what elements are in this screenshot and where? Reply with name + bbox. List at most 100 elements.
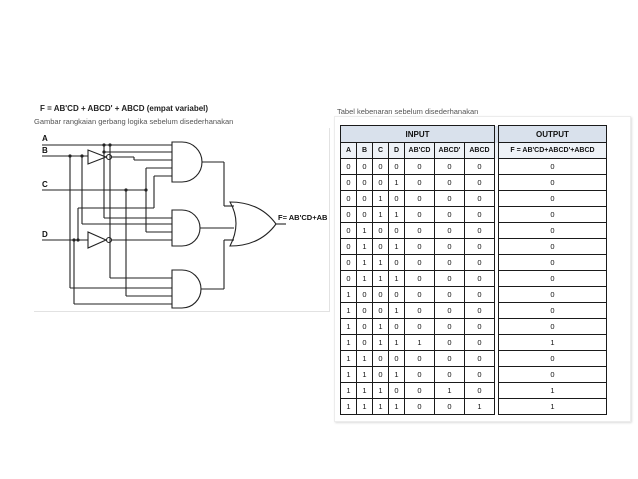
and-gate-1 [171, 141, 203, 183]
cell-a: 1 [340, 334, 357, 351]
circuit-title: F = AB'CD + ABCD' + ABCD (empat variabel… [40, 104, 209, 113]
cell-term-1: 0 [404, 366, 435, 383]
col-header-c: C [372, 142, 389, 159]
cell-term-1: 0 [404, 222, 435, 239]
cell-term-3: 0 [464, 206, 495, 223]
cell-output: 0 [498, 174, 607, 191]
cell-term-2: 0 [434, 366, 465, 383]
cell-term-2: 0 [434, 158, 465, 175]
cell-term-3: 0 [464, 350, 495, 367]
output-group-header: OUTPUT [498, 125, 607, 143]
cell-output: 0 [498, 350, 607, 367]
cell-c: 0 [372, 174, 389, 191]
cell-c: 1 [372, 382, 389, 399]
and-gate-2 [171, 209, 201, 247]
cell-output: 0 [498, 206, 607, 223]
cell-a: 0 [340, 254, 357, 271]
cell-term-1: 0 [404, 302, 435, 319]
cell-b: 0 [356, 158, 373, 175]
cell-b: 1 [356, 382, 373, 399]
cell-term-2: 0 [434, 334, 465, 351]
cell-c: 1 [372, 190, 389, 207]
cell-output: 0 [498, 318, 607, 335]
cell-term-3: 0 [464, 270, 495, 287]
cell-term-3: 0 [464, 158, 495, 175]
cell-a: 1 [340, 302, 357, 319]
cell-term-3: 0 [464, 366, 495, 383]
cell-term-2: 0 [434, 206, 465, 223]
cell-term-2: 0 [434, 302, 465, 319]
cell-c: 1 [372, 206, 389, 223]
cell-output: 0 [498, 286, 607, 303]
cell-c: 0 [372, 286, 389, 303]
cell-a: 1 [340, 366, 357, 383]
cell-d: 1 [388, 398, 405, 415]
cell-c: 0 [372, 222, 389, 239]
cell-a: 1 [340, 318, 357, 335]
cell-term-3: 0 [464, 190, 495, 207]
cell-term-2: 0 [434, 270, 465, 287]
cell-term-1: 0 [404, 190, 435, 207]
cell-term-1: 0 [404, 382, 435, 399]
cell-term-1: 0 [404, 158, 435, 175]
cell-output: 1 [498, 334, 607, 351]
cell-output: 1 [498, 398, 607, 415]
cell-b: 0 [356, 206, 373, 223]
cell-a: 0 [340, 190, 357, 207]
column-header-row: A B C D AB'CD ABCD' ABCD F = AB'CD+ABCD'… [340, 142, 607, 159]
cell-d: 1 [388, 302, 405, 319]
cell-term-2: 0 [434, 318, 465, 335]
cell-term-3: 0 [464, 174, 495, 191]
cell-d: 1 [388, 206, 405, 223]
and-gate-3 [171, 269, 202, 309]
or-gate [229, 201, 277, 247]
cell-c: 0 [372, 366, 389, 383]
col-header-output: F = AB'CD+ABCD'+ABCD [498, 142, 607, 159]
cell-b: 0 [356, 190, 373, 207]
not-gate-b [87, 149, 108, 165]
cell-a: 0 [340, 206, 357, 223]
cell-b: 1 [356, 366, 373, 383]
cell-term-1: 0 [404, 286, 435, 303]
cell-b: 0 [356, 302, 373, 319]
output-label: F= AB'CD+AB [278, 213, 328, 222]
cell-output: 1 [498, 382, 607, 399]
col-header-d: D [388, 142, 405, 159]
cell-a: 0 [340, 174, 357, 191]
truth-table-title: Tabel kebenaran sebelum disederhanakan [337, 107, 479, 116]
cell-term-1: 0 [404, 238, 435, 255]
cell-output: 0 [498, 190, 607, 207]
cell-c: 0 [372, 350, 389, 367]
cell-term-3: 0 [464, 334, 495, 351]
cell-term-2: 0 [434, 238, 465, 255]
cell-term-2: 0 [434, 350, 465, 367]
cell-c: 1 [372, 398, 389, 415]
input-label-b: B [42, 146, 48, 155]
cell-output: 0 [498, 158, 607, 175]
cell-term-2: 0 [434, 222, 465, 239]
cell-c: 1 [372, 318, 389, 335]
cell-d: 0 [388, 254, 405, 271]
cell-output: 0 [498, 366, 607, 383]
cell-term-3: 0 [464, 286, 495, 303]
cell-term-2: 0 [434, 398, 465, 415]
cell-term-3: 0 [464, 382, 495, 399]
cell-d: 0 [388, 382, 405, 399]
cell-d: 1 [388, 238, 405, 255]
cell-b: 1 [356, 350, 373, 367]
cell-a: 0 [340, 158, 357, 175]
cell-b: 1 [356, 398, 373, 415]
cell-a: 1 [340, 398, 357, 415]
cell-term-2: 0 [434, 174, 465, 191]
cell-a: 1 [340, 382, 357, 399]
cell-term-1: 0 [404, 174, 435, 191]
cell-a: 1 [340, 350, 357, 367]
